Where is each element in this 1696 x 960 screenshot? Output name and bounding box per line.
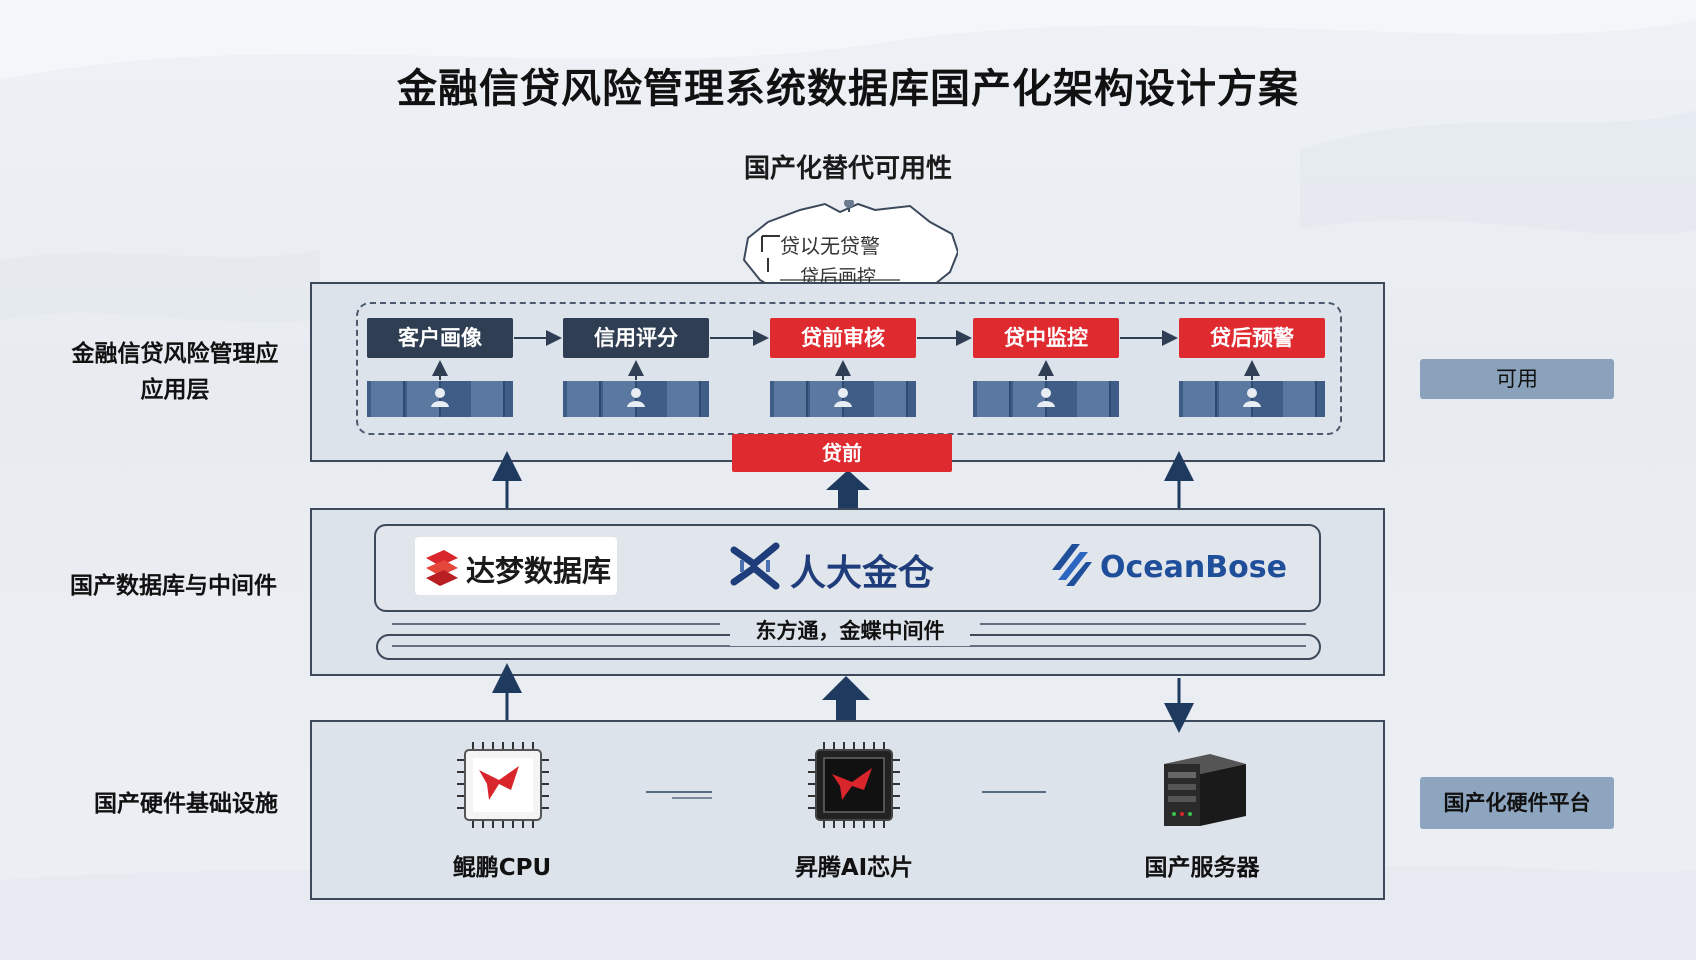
dameng-logo-icon	[426, 550, 458, 586]
cloud-callout	[742, 200, 958, 302]
kingbase-db-name: 人大金仓	[790, 553, 935, 594]
page-subtitle: 国产化替代可用性	[743, 154, 952, 184]
page-title: 金融信贷风险管理系统数据库国产化架构设计方案	[397, 66, 1299, 112]
thumbnail-in-loan-monitor	[973, 381, 1119, 417]
cpu-chip-icon	[457, 742, 549, 828]
cloud-text-line1: 贷以无贷警	[780, 234, 880, 258]
person-icon	[1243, 388, 1261, 407]
person-icon	[834, 388, 852, 407]
thumbnail-post-loan-alert	[1179, 381, 1325, 417]
ai-chip-icon	[808, 742, 900, 828]
thumbnail-credit-score	[563, 381, 709, 417]
cpu-label: 鲲鹏CPU	[452, 855, 552, 881]
application-layer-label-line2: 应用层	[140, 377, 210, 403]
oceanbase-logo-icon	[1052, 544, 1092, 586]
dameng-db-name: 达梦数据库	[466, 554, 612, 588]
application-layer-label-line1: 金融信贷风险管理应	[71, 341, 279, 367]
thumbnail-pre-loan-review	[770, 381, 916, 417]
oceanbase-db-name: OceanBose	[1100, 550, 1287, 585]
kingbase-logo-icon	[730, 542, 780, 590]
person-icon	[627, 388, 645, 407]
flow-step-post-loan-alert[interactable]: 贷后预警	[1179, 318, 1325, 358]
server-label: 国产服务器	[1144, 855, 1260, 881]
flow-step-in-loan-monitor[interactable]: 贷中监控	[973, 318, 1119, 358]
database-layer-label: 国产数据库与中间件	[70, 573, 277, 599]
flow-step-credit-score[interactable]: 信用评分	[563, 318, 709, 358]
availability-button[interactable]: 可用	[1420, 359, 1614, 399]
server-icon	[1164, 754, 1246, 826]
pre-loan-banner[interactable]: 贷前	[732, 434, 952, 472]
thumbnail-customer-profile	[367, 381, 513, 417]
application-layer-label: 金融信贷风险管理应 应用层	[50, 336, 300, 408]
ai-chip-label: 昇腾AI芯片	[794, 855, 914, 881]
hardware-platform-button[interactable]: 国产化硬件平台	[1420, 777, 1614, 829]
middleware-label: 东方通，金蝶中间件	[730, 616, 970, 646]
hardware-layer-label: 国产硬件基础设施	[94, 791, 278, 817]
flow-step-pre-loan-review[interactable]: 贷前审核	[770, 318, 916, 358]
person-icon	[1037, 388, 1055, 407]
person-icon	[431, 388, 449, 407]
flow-step-customer-profile[interactable]: 客户画像	[367, 318, 513, 358]
